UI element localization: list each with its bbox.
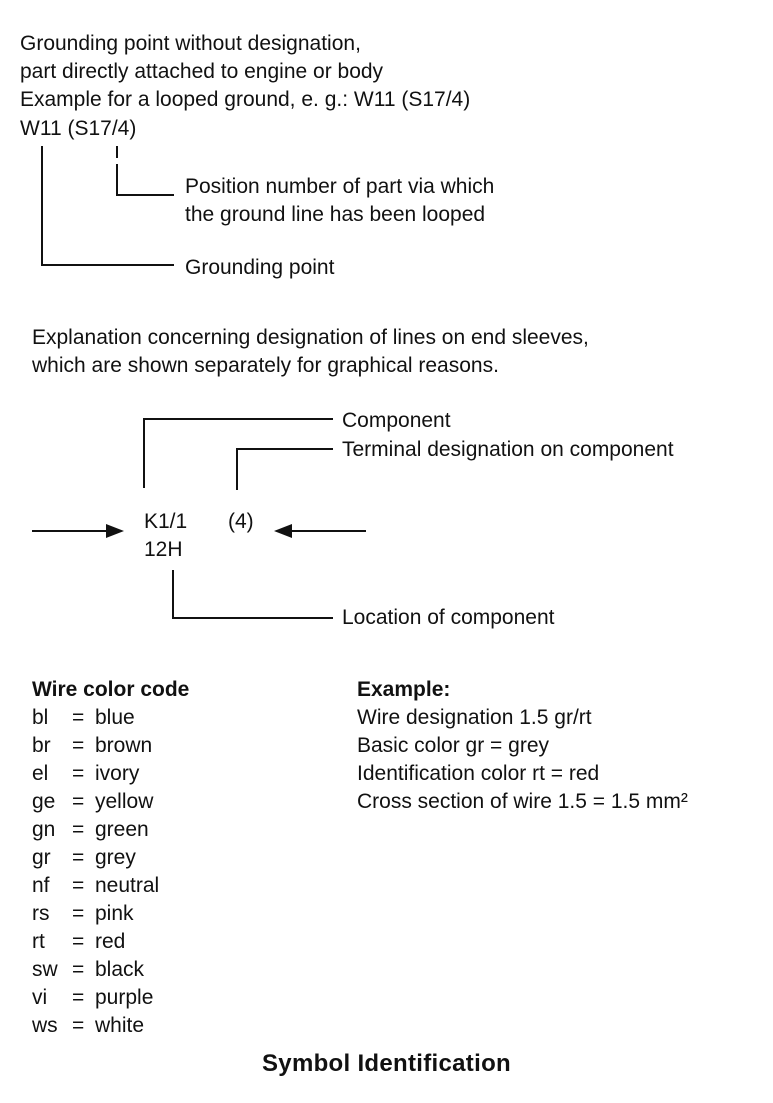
location-of-component-label: Location of component [342, 606, 555, 629]
grounding-intro-line-1: Grounding point without designation, [20, 32, 361, 55]
left-arrow-head-icon [106, 524, 124, 538]
wire-color-equals: = [72, 846, 85, 869]
wire-color-equals: = [72, 706, 85, 729]
component-code: K1/1 [144, 510, 188, 533]
grounding-code: W11 (S17/4) [20, 117, 137, 140]
wire-color-name: brown [95, 734, 153, 757]
wire-color-code: gn [32, 818, 56, 841]
example-heading: Example: [357, 678, 451, 701]
grounding-point-label: Grounding point [185, 256, 335, 279]
wire-color-name: neutral [95, 874, 160, 897]
wire-color-name: blue [95, 706, 135, 729]
component-leader-vertical [143, 418, 145, 488]
example-line-4: Cross section of wire 1.5 = 1.5 mm² [357, 790, 688, 813]
grounding-leader-vertical [41, 146, 43, 265]
example-line-1: Wire designation 1.5 gr/rt [357, 706, 592, 729]
example-line-2: Basic color gr = grey [357, 734, 549, 757]
left-arrow-shaft [32, 530, 108, 532]
wire-color-name: grey [95, 846, 136, 869]
grounding-leader-horizontal [41, 264, 174, 266]
page-title: Symbol Identification [262, 1050, 511, 1077]
wire-color-equals: = [72, 762, 85, 785]
wire-color-code: ge [32, 790, 56, 813]
right-arrow-head-icon [274, 524, 292, 538]
wire-color-name: pink [95, 902, 134, 925]
wire-color-code: vi [32, 986, 48, 1009]
wire-color-equals: = [72, 874, 85, 897]
component-leader-horizontal [143, 418, 333, 420]
looped-leader-dash [116, 146, 118, 158]
wire-color-code: br [32, 734, 51, 757]
wire-color-code: rs [32, 902, 50, 925]
sleeves-intro-line-1: Explanation concerning designation of li… [32, 326, 589, 349]
wire-color-equals: = [72, 902, 85, 925]
wire-color-name: ivory [95, 762, 140, 785]
wire-color-equals: = [72, 790, 85, 813]
location-code: 12H [144, 538, 183, 561]
wire-color-name: green [95, 818, 149, 841]
wire-color-code: ws [32, 1014, 58, 1037]
wire-color-name: purple [95, 986, 154, 1009]
wire-color-code: gr [32, 846, 51, 869]
wire-color-equals: = [72, 986, 85, 1009]
wire-color-name: yellow [95, 790, 154, 813]
terminal-leader-horizontal [236, 448, 333, 450]
looped-leader-vertical [116, 164, 118, 195]
wire-color-code: rt [32, 930, 45, 953]
wire-color-heading: Wire color code [32, 678, 190, 701]
looped-leader-horizontal [116, 194, 174, 196]
terminal-designation-label: Terminal designation on component [342, 438, 674, 461]
wire-color-name: red [95, 930, 126, 953]
wire-color-equals: = [72, 930, 85, 953]
terminal-code: (4) [228, 510, 254, 533]
component-label: Component [342, 409, 451, 432]
wire-color-equals: = [72, 958, 85, 981]
wire-color-equals: = [72, 818, 85, 841]
wire-color-code: bl [32, 706, 49, 729]
location-leader-vertical [172, 570, 174, 618]
grounding-example-line: Example for a looped ground, e. g.: W11 … [20, 88, 471, 111]
wire-color-code: el [32, 762, 49, 785]
terminal-leader-vertical [236, 448, 238, 490]
wire-color-equals: = [72, 734, 85, 757]
sleeves-intro-line-2: which are shown separately for graphical… [32, 354, 499, 377]
wire-color-name: black [95, 958, 145, 981]
wire-color-code: sw [32, 958, 58, 981]
right-arrow-shaft [290, 530, 366, 532]
wire-color-code: nf [32, 874, 50, 897]
location-leader-horizontal [172, 617, 333, 619]
wire-color-name: white [95, 1014, 145, 1037]
position-number-label-2: the ground line has been looped [185, 203, 486, 226]
position-number-label-1: Position number of part via which [185, 175, 495, 198]
grounding-intro-line-2: part directly attached to engine or body [20, 60, 384, 83]
wire-color-equals: = [72, 1014, 85, 1037]
example-line-3: Identification color rt = red [357, 762, 600, 785]
